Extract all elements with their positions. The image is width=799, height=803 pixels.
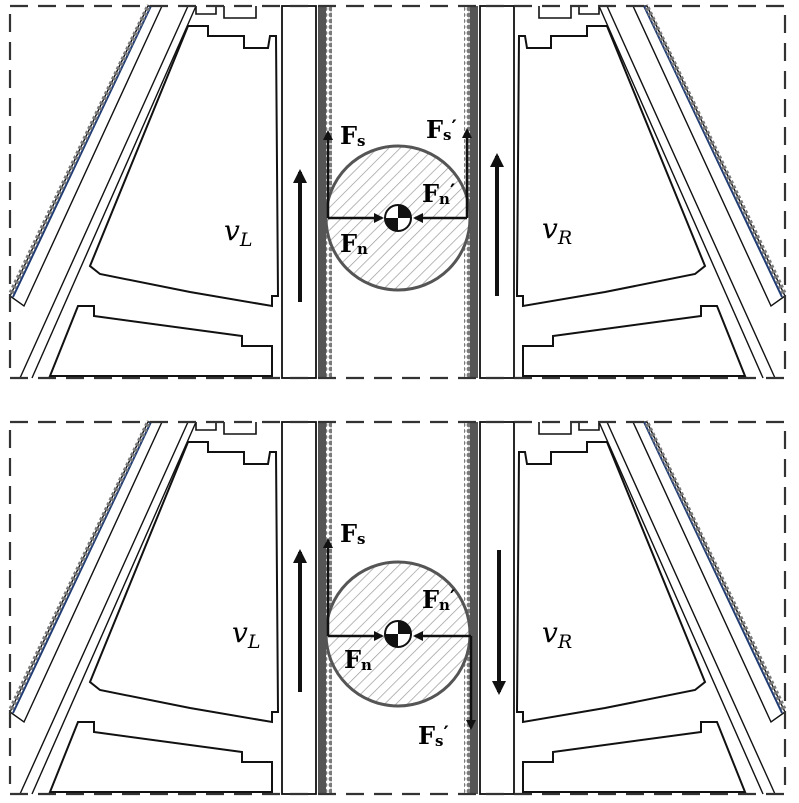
label-v-right: vR	[542, 212, 572, 249]
label-v-left: vL	[224, 214, 252, 251]
label-fn: Fn	[340, 229, 368, 258]
panel-top: Fs Fn Fs′ Fn′ vL vR	[10, 5, 785, 378]
label-fs-prime: Fs′	[418, 721, 449, 750]
panel-bottom: Fs Fn Fs′ Fn′ vL vR	[10, 421, 785, 794]
label-v-right: vR	[542, 616, 572, 653]
label-v-left: vL	[232, 616, 260, 653]
label-fn-prime: Fn′	[422, 585, 455, 614]
label-fs: Fs	[340, 121, 366, 150]
label-fs: Fs	[340, 519, 366, 548]
label-fs-prime: Fs′	[426, 115, 457, 144]
label-fn: Fn	[344, 645, 372, 674]
label-fn-prime: Fn′	[422, 179, 455, 208]
